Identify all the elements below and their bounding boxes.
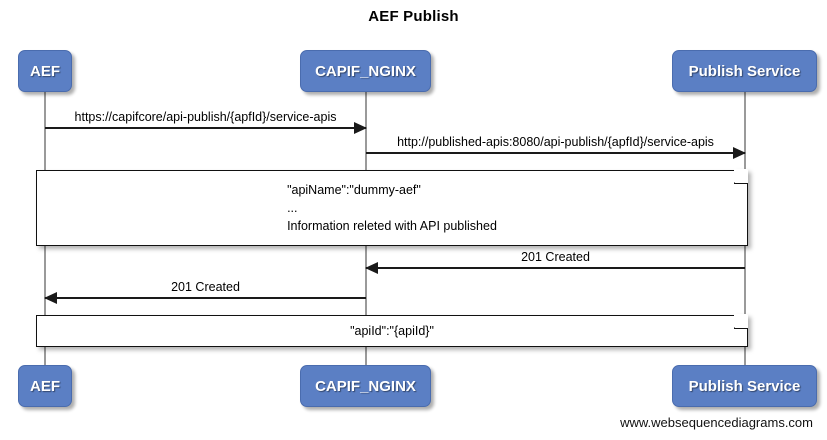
watermark: www.websequencediagrams.com — [620, 415, 813, 430]
note2-line-1: "apiId":"{apiId}" — [350, 323, 434, 338]
actor-box-publish-service-top[interactable]: Publish Service — [672, 50, 817, 92]
actor-label-capif-nginx: CAPIF_NGINX — [315, 62, 416, 80]
message-label-3: 201 Created — [521, 250, 590, 265]
note-fold-corner-icon — [733, 313, 748, 329]
note-api-id: "apiId":"{apiId}" — [36, 313, 748, 347]
note1-line-1: "apiName":"dummy-aef" — [287, 182, 421, 197]
arrowhead-left-icon — [44, 292, 57, 304]
message-arrow-2: http://published-apis:8080/api-publish/{… — [366, 135, 746, 159]
actor-label-capif-nginx-bottom: CAPIF_NGINX — [315, 377, 416, 395]
actor-box-aef-bottom[interactable]: AEF — [18, 365, 72, 407]
actor-box-publish-service-bottom[interactable]: Publish Service — [672, 365, 817, 407]
actor-label-publish-service: Publish Service — [688, 62, 801, 80]
message-label-2: http://published-apis:8080/api-publish/{… — [397, 135, 714, 150]
arrowhead-right-icon — [354, 122, 367, 134]
message-arrow-4: 201 Created — [44, 280, 366, 304]
note-fold-corner-icon — [733, 168, 748, 184]
message-arrow-1: https://capifcore/api-publish/{apfId}/se… — [45, 110, 367, 134]
message-label-1: https://capifcore/api-publish/{apfId}/se… — [74, 110, 337, 125]
arrowhead-right-icon — [733, 147, 746, 159]
actor-box-capif-nginx-bottom[interactable]: CAPIF_NGINX — [300, 365, 431, 407]
actor-label-publish-service-bottom: Publish Service — [688, 377, 801, 395]
actor-box-aef-top[interactable]: AEF — [18, 50, 72, 92]
actor-label-aef-bottom: AEF — [30, 377, 60, 395]
note-api-information: "apiName":"dummy-aef" ... Information re… — [36, 168, 748, 246]
message-label-4: 201 Created — [171, 280, 240, 295]
actor-box-capif-nginx-top[interactable]: CAPIF_NGINX — [300, 50, 431, 92]
note1-line-2: ... — [287, 200, 298, 215]
message-arrow-3: 201 Created — [365, 250, 745, 274]
note1-line-3: Information releted with API published — [287, 219, 497, 234]
arrowhead-left-icon — [365, 262, 378, 274]
page-title: AEF Publish — [368, 8, 459, 25]
actor-label-aef: AEF — [30, 62, 60, 80]
